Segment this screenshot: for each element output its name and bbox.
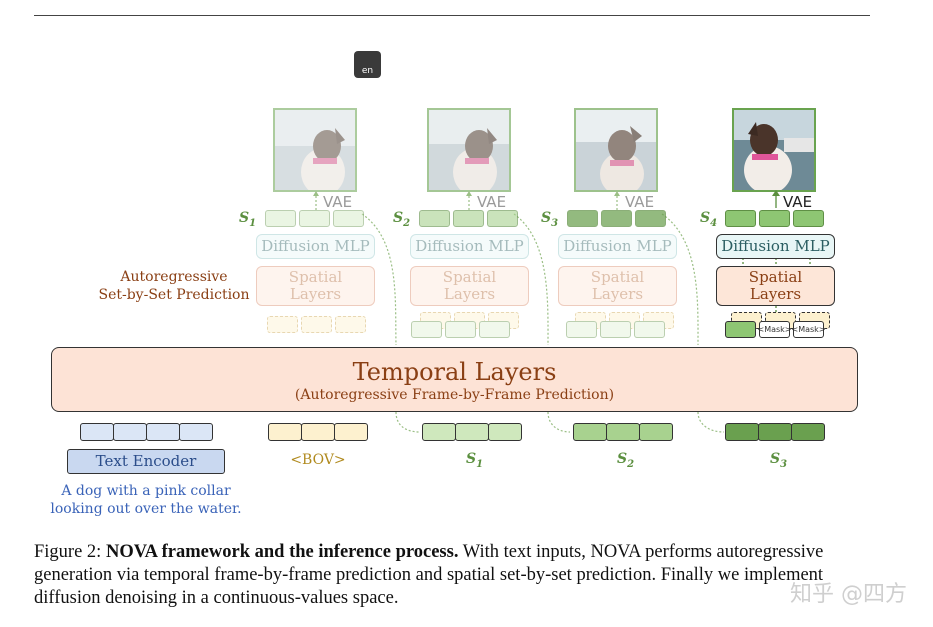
mask-token-2: <Mask>: [792, 321, 826, 338]
spatial-layers-4: Spatial Layers: [716, 266, 835, 306]
vae-label-1: VAE: [323, 193, 353, 211]
text-encoder-box: Text Encoder: [67, 449, 225, 474]
bottom-label-s3: S3: [770, 451, 788, 470]
generated-frame-3-image: [574, 108, 658, 192]
figure-caption: Figure 2: NOVA framework and the inferen…: [34, 541, 880, 610]
vae-label-4: VAE: [783, 193, 813, 211]
diffusion-mlp-4: Diffusion MLP: [716, 234, 835, 259]
spatial-layers-2: Spatial Layers: [410, 266, 529, 306]
watermark: 知乎 @四方: [790, 582, 907, 607]
autoregressive-label: Autoregressive Set-by-Set Prediction: [98, 269, 250, 303]
temporal-title: Temporal Layers: [352, 358, 557, 386]
app-icon-text: en: [361, 66, 374, 76]
generated-frame-4-image: [732, 108, 816, 192]
diffusion-mlp-3: Diffusion MLP: [558, 234, 677, 259]
diffusion-mlp-1: Diffusion MLP: [256, 234, 375, 259]
spatial-layers-3: Spatial Layers: [558, 266, 677, 306]
dog-image-4-icon: [734, 110, 814, 190]
diffusion-mlp-2: Diffusion MLP: [410, 234, 529, 259]
set-label-s1: S1: [239, 210, 257, 229]
generated-frame-1-image: [273, 108, 357, 192]
bov-label: <BOV>: [290, 452, 346, 468]
set-label-s4: S4: [700, 210, 718, 229]
bottom-label-s1: S1: [466, 451, 484, 470]
spatial-layers-1: Spatial Layers: [256, 266, 375, 306]
caption-prefix: Figure 2:: [34, 542, 106, 562]
dog-image-3-icon: [576, 110, 656, 190]
top-rule: [34, 15, 870, 16]
vae-label-2: VAE: [477, 193, 507, 211]
temporal-subtitle: (Autoregressive Frame-by-Frame Predictio…: [294, 387, 615, 403]
caption-rest: With text inputs, NOVA performs autoregr…: [34, 542, 824, 608]
set-label-s2: S2: [393, 210, 411, 229]
set-label-s3: S3: [541, 210, 559, 229]
bottom-label-s2: S2: [617, 451, 635, 470]
generated-frame-2-image: [427, 108, 511, 192]
mask-token-1: <Mask>: [758, 321, 792, 338]
dog-image-2-icon: [429, 110, 509, 190]
dog-image-1-icon: [275, 110, 355, 190]
caption-bold: NOVA framework and the inference process…: [105, 542, 459, 562]
prompt-text: A dog with a pink collar looking out ove…: [50, 483, 242, 517]
temporal-layers-block: Temporal Layers (Autoregressive Frame-by…: [51, 347, 858, 412]
vae-label-3: VAE: [625, 193, 655, 211]
translate-app-icon[interactable]: en: [354, 51, 381, 78]
